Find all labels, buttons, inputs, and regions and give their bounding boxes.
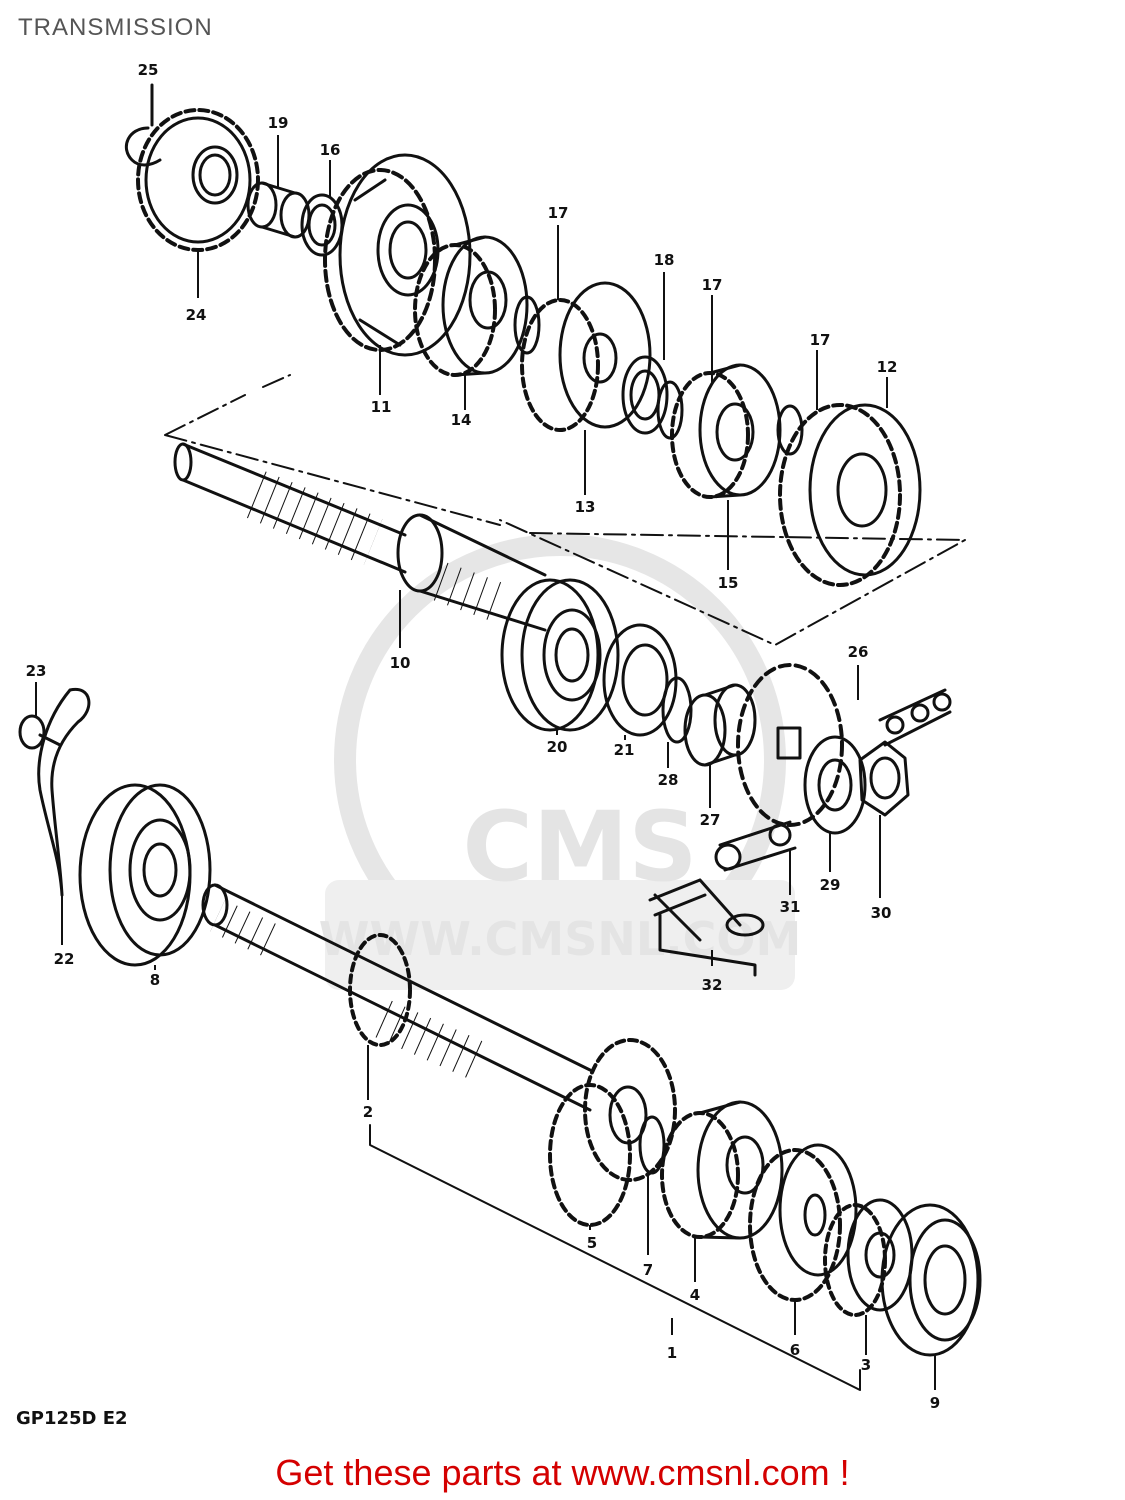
callout-13: 13 xyxy=(575,498,596,516)
callout-1: 1 xyxy=(667,1344,677,1362)
callout-17b: 17 xyxy=(702,276,723,294)
callout-3: 3 xyxy=(861,1356,871,1374)
page-title: TRANSMISSION xyxy=(18,14,213,41)
callout-12: 12 xyxy=(877,358,898,376)
watermark: CMS WWW.CMSNL.COM xyxy=(319,534,802,990)
part-8-bearing xyxy=(78,783,212,967)
callout-14: 14 xyxy=(451,411,472,429)
callout-11: 11 xyxy=(371,398,392,416)
countershaft-assembly-boundary xyxy=(164,374,966,646)
part-17-circlip-b xyxy=(656,380,684,440)
part-23-bolt xyxy=(18,714,62,750)
part-17-circlip-c xyxy=(776,404,804,456)
part-32-chain-joint xyxy=(648,878,765,977)
callout-31: 31 xyxy=(780,898,801,916)
part-5-gear xyxy=(548,1038,677,1227)
callout-23: 23 xyxy=(26,662,47,680)
part-19-bushing xyxy=(246,181,311,239)
callout-18: 18 xyxy=(654,251,675,269)
main-shaft-assembly-bracket xyxy=(369,1124,861,1391)
callout-24: 24 xyxy=(186,306,207,324)
part-2-main-shaft xyxy=(201,883,592,1112)
callout-2: 2 xyxy=(363,1103,373,1121)
callout-16: 16 xyxy=(320,141,341,159)
callout-19: 19 xyxy=(268,114,289,132)
callout-4: 4 xyxy=(690,1286,700,1304)
part-31-chain-links xyxy=(714,820,797,872)
callout-17c: 17 xyxy=(810,331,831,349)
callout-8: 8 xyxy=(150,971,160,989)
part-26-drive-sprocket xyxy=(736,663,844,827)
callout-25: 25 xyxy=(138,61,159,79)
callout-10: 10 xyxy=(390,654,411,672)
part-4-gear xyxy=(660,1100,784,1240)
part-14-gear xyxy=(413,235,529,377)
callout-5: 5 xyxy=(587,1234,597,1252)
part-17-circlip-a xyxy=(513,295,541,355)
part-25-circlip xyxy=(125,83,162,167)
callout-28: 28 xyxy=(658,771,679,789)
callout-21: 21 xyxy=(614,741,635,759)
callout-29: 29 xyxy=(820,876,841,894)
callout-27: 27 xyxy=(700,811,721,829)
callout-20: 20 xyxy=(547,738,568,756)
part-28-o-ring xyxy=(661,676,693,744)
callout-9: 9 xyxy=(930,1394,940,1412)
watermark-url: WWW.CMSNL.COM xyxy=(319,912,802,966)
part-9-bearing xyxy=(880,1203,982,1357)
part-20-bearing xyxy=(500,578,620,732)
callout-6: 6 xyxy=(790,1341,800,1359)
part-7-circlip xyxy=(638,1115,666,1175)
watermark-brand: CMS xyxy=(462,791,697,903)
part-18-washer xyxy=(621,355,669,435)
callout-leader-lines xyxy=(35,135,936,1390)
part-12-gear xyxy=(778,403,922,587)
callout-22: 22 xyxy=(54,950,75,968)
callout-15: 15 xyxy=(718,574,739,592)
callout-7: 7 xyxy=(643,1261,653,1279)
part-15-gear xyxy=(670,363,782,499)
footer-link[interactable]: Get these parts at www.cmsnl.com ! xyxy=(275,1452,850,1493)
callout-30: 30 xyxy=(871,904,892,922)
part-30-nut xyxy=(858,740,910,817)
part-21-oil-seal xyxy=(602,623,678,737)
callout-17a: 17 xyxy=(548,204,569,222)
model-code: GP125D E2 xyxy=(16,1408,128,1429)
part-24-gear xyxy=(136,108,260,252)
callout-32: 32 xyxy=(702,976,723,994)
callout-26: 26 xyxy=(848,643,869,661)
part-27-spacer xyxy=(683,683,757,767)
part-3-gear xyxy=(823,1198,914,1317)
drive-chain-segment xyxy=(878,688,952,747)
part-13-gear xyxy=(520,281,652,432)
part-10-countershaft xyxy=(173,442,547,632)
part-29-lock-washer xyxy=(803,735,867,835)
part-22-retainer-plate xyxy=(37,687,91,897)
part-11-gear xyxy=(323,153,472,357)
